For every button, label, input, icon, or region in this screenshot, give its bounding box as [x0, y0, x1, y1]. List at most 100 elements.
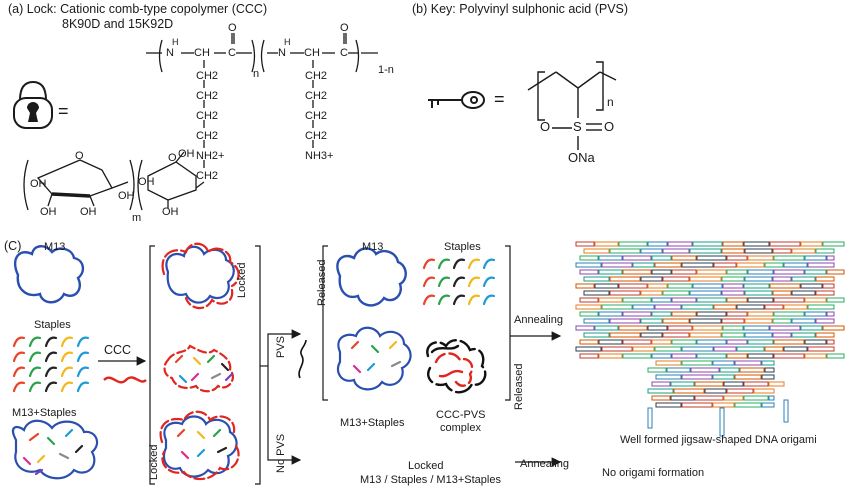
no-origami-label: No origami formation [602, 467, 705, 479]
origami-helix-segment [769, 283, 801, 289]
origami-helix-segment [826, 255, 835, 261]
origami-helix-segment [804, 297, 827, 303]
m13-released-label: M13 [362, 241, 384, 253]
origami-helix-segment [579, 297, 599, 303]
origami-helix-segment [598, 311, 623, 317]
origami-helix-segment [618, 325, 648, 331]
staple-strand [452, 294, 466, 306]
staple-strand [422, 258, 436, 270]
chem-label: CH2 [305, 70, 328, 82]
origami-helix-segment [753, 388, 775, 394]
m13-staples-label: M13+Staples [12, 407, 77, 419]
origami-helix-segment [764, 346, 784, 352]
staple-strand [44, 381, 58, 393]
origami-helix-segment [689, 276, 722, 282]
origami-helix-segment [826, 353, 845, 359]
chem-label: OH [118, 190, 135, 202]
origami-helix-segment [783, 304, 808, 310]
origami-helix-segment [632, 262, 655, 268]
origami-helix-segment [726, 297, 748, 303]
m13-staples-left [11, 419, 99, 480]
chem-label: S [573, 119, 582, 134]
staple-strand [28, 381, 42, 393]
origami-helix-segment [773, 255, 805, 261]
origami-helix-segment [655, 402, 682, 408]
origami-helix-segment [651, 255, 672, 261]
origami-helix-segment [747, 255, 774, 261]
origami-helix-segment [670, 395, 695, 401]
origami-helix-segment [804, 269, 827, 275]
chem-label: CH2 [305, 90, 328, 102]
origami-helix-segment [692, 241, 723, 247]
origami-helix-segment [719, 367, 740, 373]
staple-strand [28, 336, 42, 348]
chem-label: OH [138, 176, 155, 188]
origami-helix-segment [772, 276, 792, 282]
staple-strand [437, 258, 451, 270]
locked-result-line1: Locked [408, 460, 444, 472]
origami-helix-segment [681, 262, 714, 268]
origami-helix-segment [764, 262, 784, 268]
origami-helix-segment [662, 332, 690, 338]
panel-c-heading: (C) [4, 239, 22, 253]
chem-label: CH2 [196, 70, 219, 82]
chem-label: NH2+ [196, 150, 225, 162]
origami-helix-segment [713, 262, 737, 268]
ccc-pvs-label-line1: CCC-PVS [436, 409, 486, 421]
origami-helix-segment [654, 262, 682, 268]
no-pvs-label: No PVS [275, 433, 287, 473]
m13-label: M13 [44, 241, 66, 253]
chem-label: O [75, 150, 84, 162]
chem-label: O [340, 22, 349, 34]
origami-helix-segment [575, 325, 595, 331]
staple-strand [76, 366, 90, 378]
chem-label: O [540, 119, 551, 134]
origami-helix-segment [579, 255, 599, 261]
origami-helix-segment [773, 339, 805, 345]
origami-helix-segment [744, 332, 773, 338]
origami-helix-segment [726, 388, 754, 394]
origami-helix-segment [689, 248, 722, 254]
origami-helix-segment [692, 325, 723, 331]
m13-staples-released-label: M13+Staples [340, 417, 405, 429]
origami-helix-segment [681, 402, 713, 408]
origami-helix-segment [734, 402, 762, 408]
origami-helix-segment [804, 255, 827, 261]
origami-helix-segment [694, 381, 724, 387]
origami-helix-segment [640, 290, 663, 296]
origami-helix-segment [662, 248, 690, 254]
origami-helix-segment [712, 360, 735, 366]
origami-helix-segment [632, 304, 655, 310]
staple-strand [452, 276, 466, 288]
staple-strand [437, 294, 451, 306]
origami-helix-segment [647, 367, 667, 373]
chem-label: O [168, 152, 177, 164]
origami-helix-segment [689, 290, 722, 296]
origami-helix-segment [822, 325, 845, 331]
origami-helix-segment [579, 311, 599, 317]
origami-helix-segment [772, 290, 792, 296]
origami-helix-segment [721, 290, 745, 296]
origami-helix-segment [747, 269, 774, 275]
staple-strand [482, 276, 496, 288]
panel-a-heading: (a) Lock: Cationic comb-type copolymer (… [8, 2, 268, 16]
chem-label: N [166, 47, 174, 59]
origami-helix-segment [807, 304, 835, 310]
pvs-structure [527, 61, 617, 150]
origami-helix-segment [609, 332, 641, 338]
origami-helix-segment [579, 339, 599, 345]
staple-strand [60, 351, 74, 363]
origami-helix-segment [598, 297, 623, 303]
annealing-bottom-label: Annealing [520, 458, 569, 470]
origami-helix-segment [723, 381, 744, 387]
staple-strand [12, 366, 26, 378]
staple-strand [467, 294, 481, 306]
annealing-top-label: Annealing [514, 314, 563, 326]
origami-stem [783, 399, 789, 423]
origami-helix-segment [804, 311, 827, 317]
staple-strand [482, 294, 496, 306]
chem-label: N [278, 47, 286, 59]
origami-helix-segment [743, 381, 769, 387]
origami-helix-segment [651, 395, 671, 401]
